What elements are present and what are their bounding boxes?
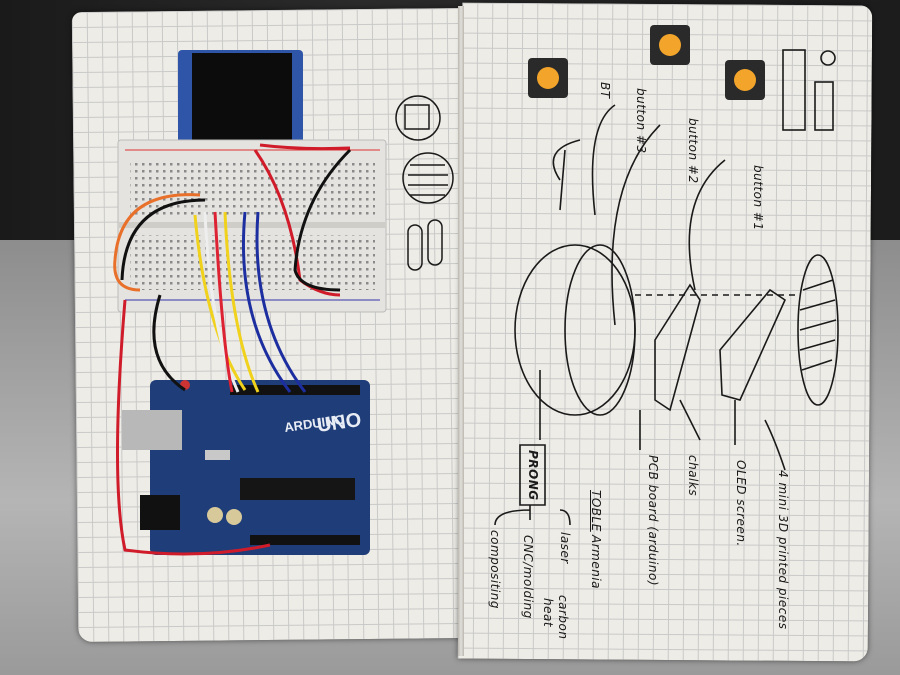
notebook-spine [458, 6, 464, 656]
label-composite: compositing [488, 530, 502, 609]
label-button-1: button #1 [751, 165, 765, 231]
label-prong: PRONG [526, 450, 540, 501]
label-chalks: chalks [686, 455, 700, 497]
label-laser: laser [558, 532, 572, 564]
label-cnc: CNC/molding [521, 535, 535, 619]
label-button-3: button #3 [634, 88, 648, 154]
jumper-wires [113, 143, 352, 556]
right-page-sketches [494, 49, 839, 526]
label-pieces: 4 mini 3D printed pieces [776, 470, 790, 630]
tactile-buttons [528, 25, 765, 100]
label-bt: BT [598, 82, 612, 99]
label-carbon: carbon [556, 595, 570, 640]
label-oled: OLED screen. [734, 460, 748, 547]
label-button-2: button #2 [686, 118, 700, 184]
left-page-sketches [395, 95, 454, 271]
label-heat: heat [541, 598, 555, 628]
label-armenia: Armenia [589, 535, 603, 590]
label-pcb: PCB board (arduino) [646, 455, 660, 586]
arduino-board [122, 380, 370, 555]
label-table: TOBLE [589, 490, 603, 532]
